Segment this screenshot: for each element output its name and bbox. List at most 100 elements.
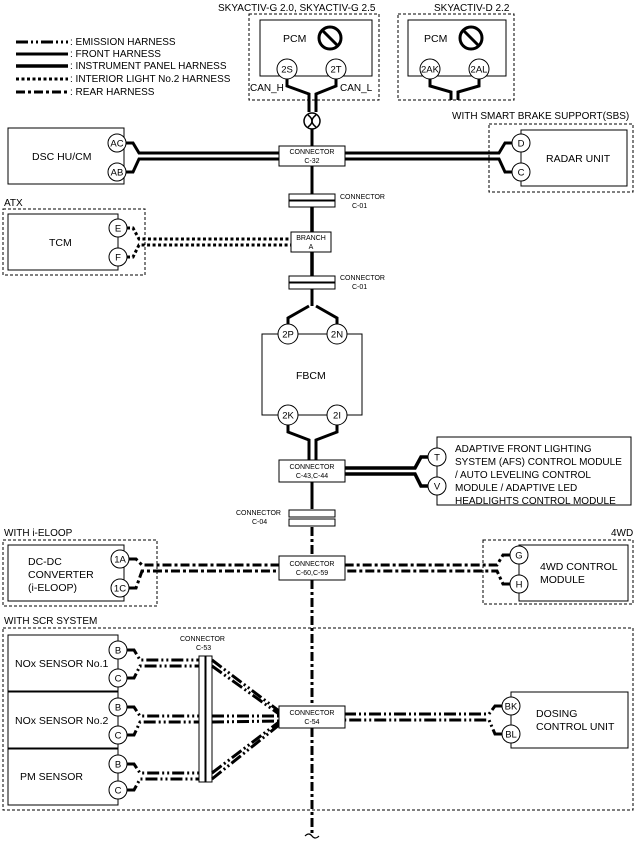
dsc-box: [7, 127, 125, 185]
wire-afs-h: [345, 455, 428, 470]
radar-unit: WITH SMART BRAKE SUPPORT(SBS) RADAR UNIT…: [345, 111, 634, 193]
twisted-pair-icon: [303, 112, 321, 130]
wire-dcdc-l: [129, 569, 279, 590]
connector-c01-half: [288, 282, 336, 290]
connector-c01-half: [288, 193, 336, 201]
pin-dosing-bl: BL: [505, 730, 517, 741]
wire-radar-l: [345, 157, 512, 174]
pin-circle: [277, 404, 299, 426]
group-label-skyactiv-g: SKYACTIV-G 2.0, SKYACTIV-G 2.5: [218, 3, 376, 14]
pin-circle: [326, 323, 348, 345]
fourwd-control-module: 4WD 4WD CONTROL MODULE G H: [345, 528, 634, 605]
fourwd-label-line1: 4WD CONTROL: [540, 561, 618, 573]
connector-c54-label: CONNECTOR: [290, 710, 335, 717]
prohibited-icon: [458, 25, 484, 51]
pin-pcm-d-2al: 2AL: [471, 65, 488, 76]
skyactiv-g-outline: [248, 13, 380, 101]
ieloop-outline: [2, 539, 158, 607]
wire-fbcm-2p: [286, 304, 310, 325]
wire-tcm-h: [127, 226, 291, 241]
pin-tcm-f: F: [115, 253, 121, 264]
atx-outline: [2, 208, 146, 276]
wire-radar-h: [345, 141, 512, 155]
connector-c60-box: [278, 555, 346, 581]
pin-fbcm-2k: 2K: [282, 411, 294, 422]
connector-c53-code: C-53: [196, 645, 211, 652]
connector-c60-c59: CONNECTOR C-60,C-59: [278, 555, 346, 581]
group-label-sbs: WITH SMART BRAKE SUPPORT(SBS): [452, 111, 629, 122]
connector-c32-code: C-32: [304, 158, 319, 165]
nox2-label: NOx SENSOR No.2: [15, 715, 109, 727]
wire-c53-nox1-to-c54: [211, 658, 280, 713]
skyactiv-d-outline: [397, 13, 515, 101]
connector-c53-label: CONNECTOR: [180, 636, 225, 643]
group-label-skyactiv-d: SKYACTIV-D 2.2: [434, 3, 510, 14]
wire-fbcm-2k: [286, 425, 311, 460]
connector-c01a-label: CONNECTOR: [340, 194, 385, 201]
fbcm-label: FBCM: [296, 370, 326, 382]
pin-pcm-g-2t: 2T: [330, 65, 341, 76]
wire-pm-h: [127, 762, 199, 775]
pin-circle: [326, 404, 348, 426]
pin-afs-t: T: [434, 453, 440, 464]
wire-pcm-d-h: [428, 79, 453, 100]
pin-dosing-bk: BK: [505, 702, 518, 713]
fourwd-outline: [482, 539, 634, 605]
wire-tcm-l: [127, 243, 291, 259]
dcdc-label-line2: CONVERTER: [28, 569, 94, 581]
dcdc-label-line1: DC-DC: [28, 556, 62, 568]
wire-dosing-h: [345, 704, 502, 716]
connector-c32: CONNECTOR C-32: [278, 145, 346, 167]
pin-dcdc-1c: 1C: [114, 584, 126, 595]
connector-c01b-label: CONNECTOR: [340, 275, 385, 282]
pin-4wd-g: G: [515, 551, 522, 562]
afs-label-line3: / AUTO LEVELING CONTROL: [455, 470, 591, 481]
legend-label-instrument-panel: : INSTRUMENT PANEL HARNESS: [70, 61, 227, 72]
branch-a-box: [290, 231, 332, 253]
radar-box: [520, 129, 628, 187]
pin-dsc-ab: AB: [111, 168, 124, 179]
prohibited-icon: [317, 25, 343, 51]
connector-c43-label: CONNECTOR: [290, 464, 335, 471]
wire-afs-l: [345, 472, 428, 488]
connector-c54: CONNECTOR C-54: [278, 705, 346, 729]
wire-nox2-l: [127, 720, 199, 737]
wire-nox1-h: [127, 648, 199, 662]
fourwd-label-line2: MODULE: [540, 574, 585, 586]
pm-sensor: PM SENSOR B C: [7, 748, 199, 806]
pin-nox2-c: C: [115, 731, 122, 742]
connector-c04-half: [288, 509, 336, 518]
wire-nox2-h: [127, 705, 199, 718]
wire-fbcm-2i: [314, 425, 339, 460]
legend-label-front: : FRONT HARNESS: [70, 49, 161, 60]
connector-c60-label: CONNECTOR: [290, 561, 335, 568]
branch-a-code: A: [309, 244, 314, 251]
connector-c01b-code: C-01: [352, 284, 367, 291]
connector-c54-code: C-54: [304, 719, 319, 726]
pin-circle: [277, 323, 299, 345]
wire-4wd-h: [345, 553, 510, 567]
afs-label-line2: SYSTEM (AFS) CONTROL MODULE: [455, 457, 622, 468]
wire-pcm-g-h: [285, 79, 311, 112]
afs-label-line1: ADAPTIVE FRONT LIGHTING: [455, 444, 592, 455]
legend: : EMISSION HARNESS : FRONT HARNESS : INS…: [16, 37, 231, 98]
legend-label-interior-light: : INTERIOR LIGHT No.2 HARNESS: [70, 74, 231, 85]
connector-c53-half: [205, 655, 213, 783]
pin-tcm-e: E: [115, 224, 121, 235]
wire-4wd-l: [345, 569, 510, 586]
pin-fbcm-2n: 2N: [331, 330, 343, 341]
nox-sensor-2: NOx SENSOR No.2 B C: [7, 691, 199, 749]
pcm-skyactiv-g-group: SKYACTIV-G 2.0, SKYACTIV-G 2.5 PCM 2S 2T…: [218, 3, 380, 101]
wire-c53-pm-to-c54: [211, 720, 280, 775]
branch-a: BRANCH A: [290, 231, 332, 253]
connector-c04-half: [288, 518, 336, 527]
connector-c01-upper: CONNECTOR C-01: [288, 193, 385, 210]
afs-label-line4: MODULE / ADAPTIVE LED: [455, 483, 577, 494]
wire-dsc-l: [126, 157, 279, 174]
connector-c60-code: C-60,C-59: [296, 570, 328, 577]
nox1-label: NOx SENSOR No.1: [15, 658, 109, 670]
wire-dosing-l: [345, 718, 502, 736]
dsc-hu-cm: DSC HU/CM AC AB: [7, 127, 279, 185]
connector-c32-label: CONNECTOR: [290, 149, 335, 156]
